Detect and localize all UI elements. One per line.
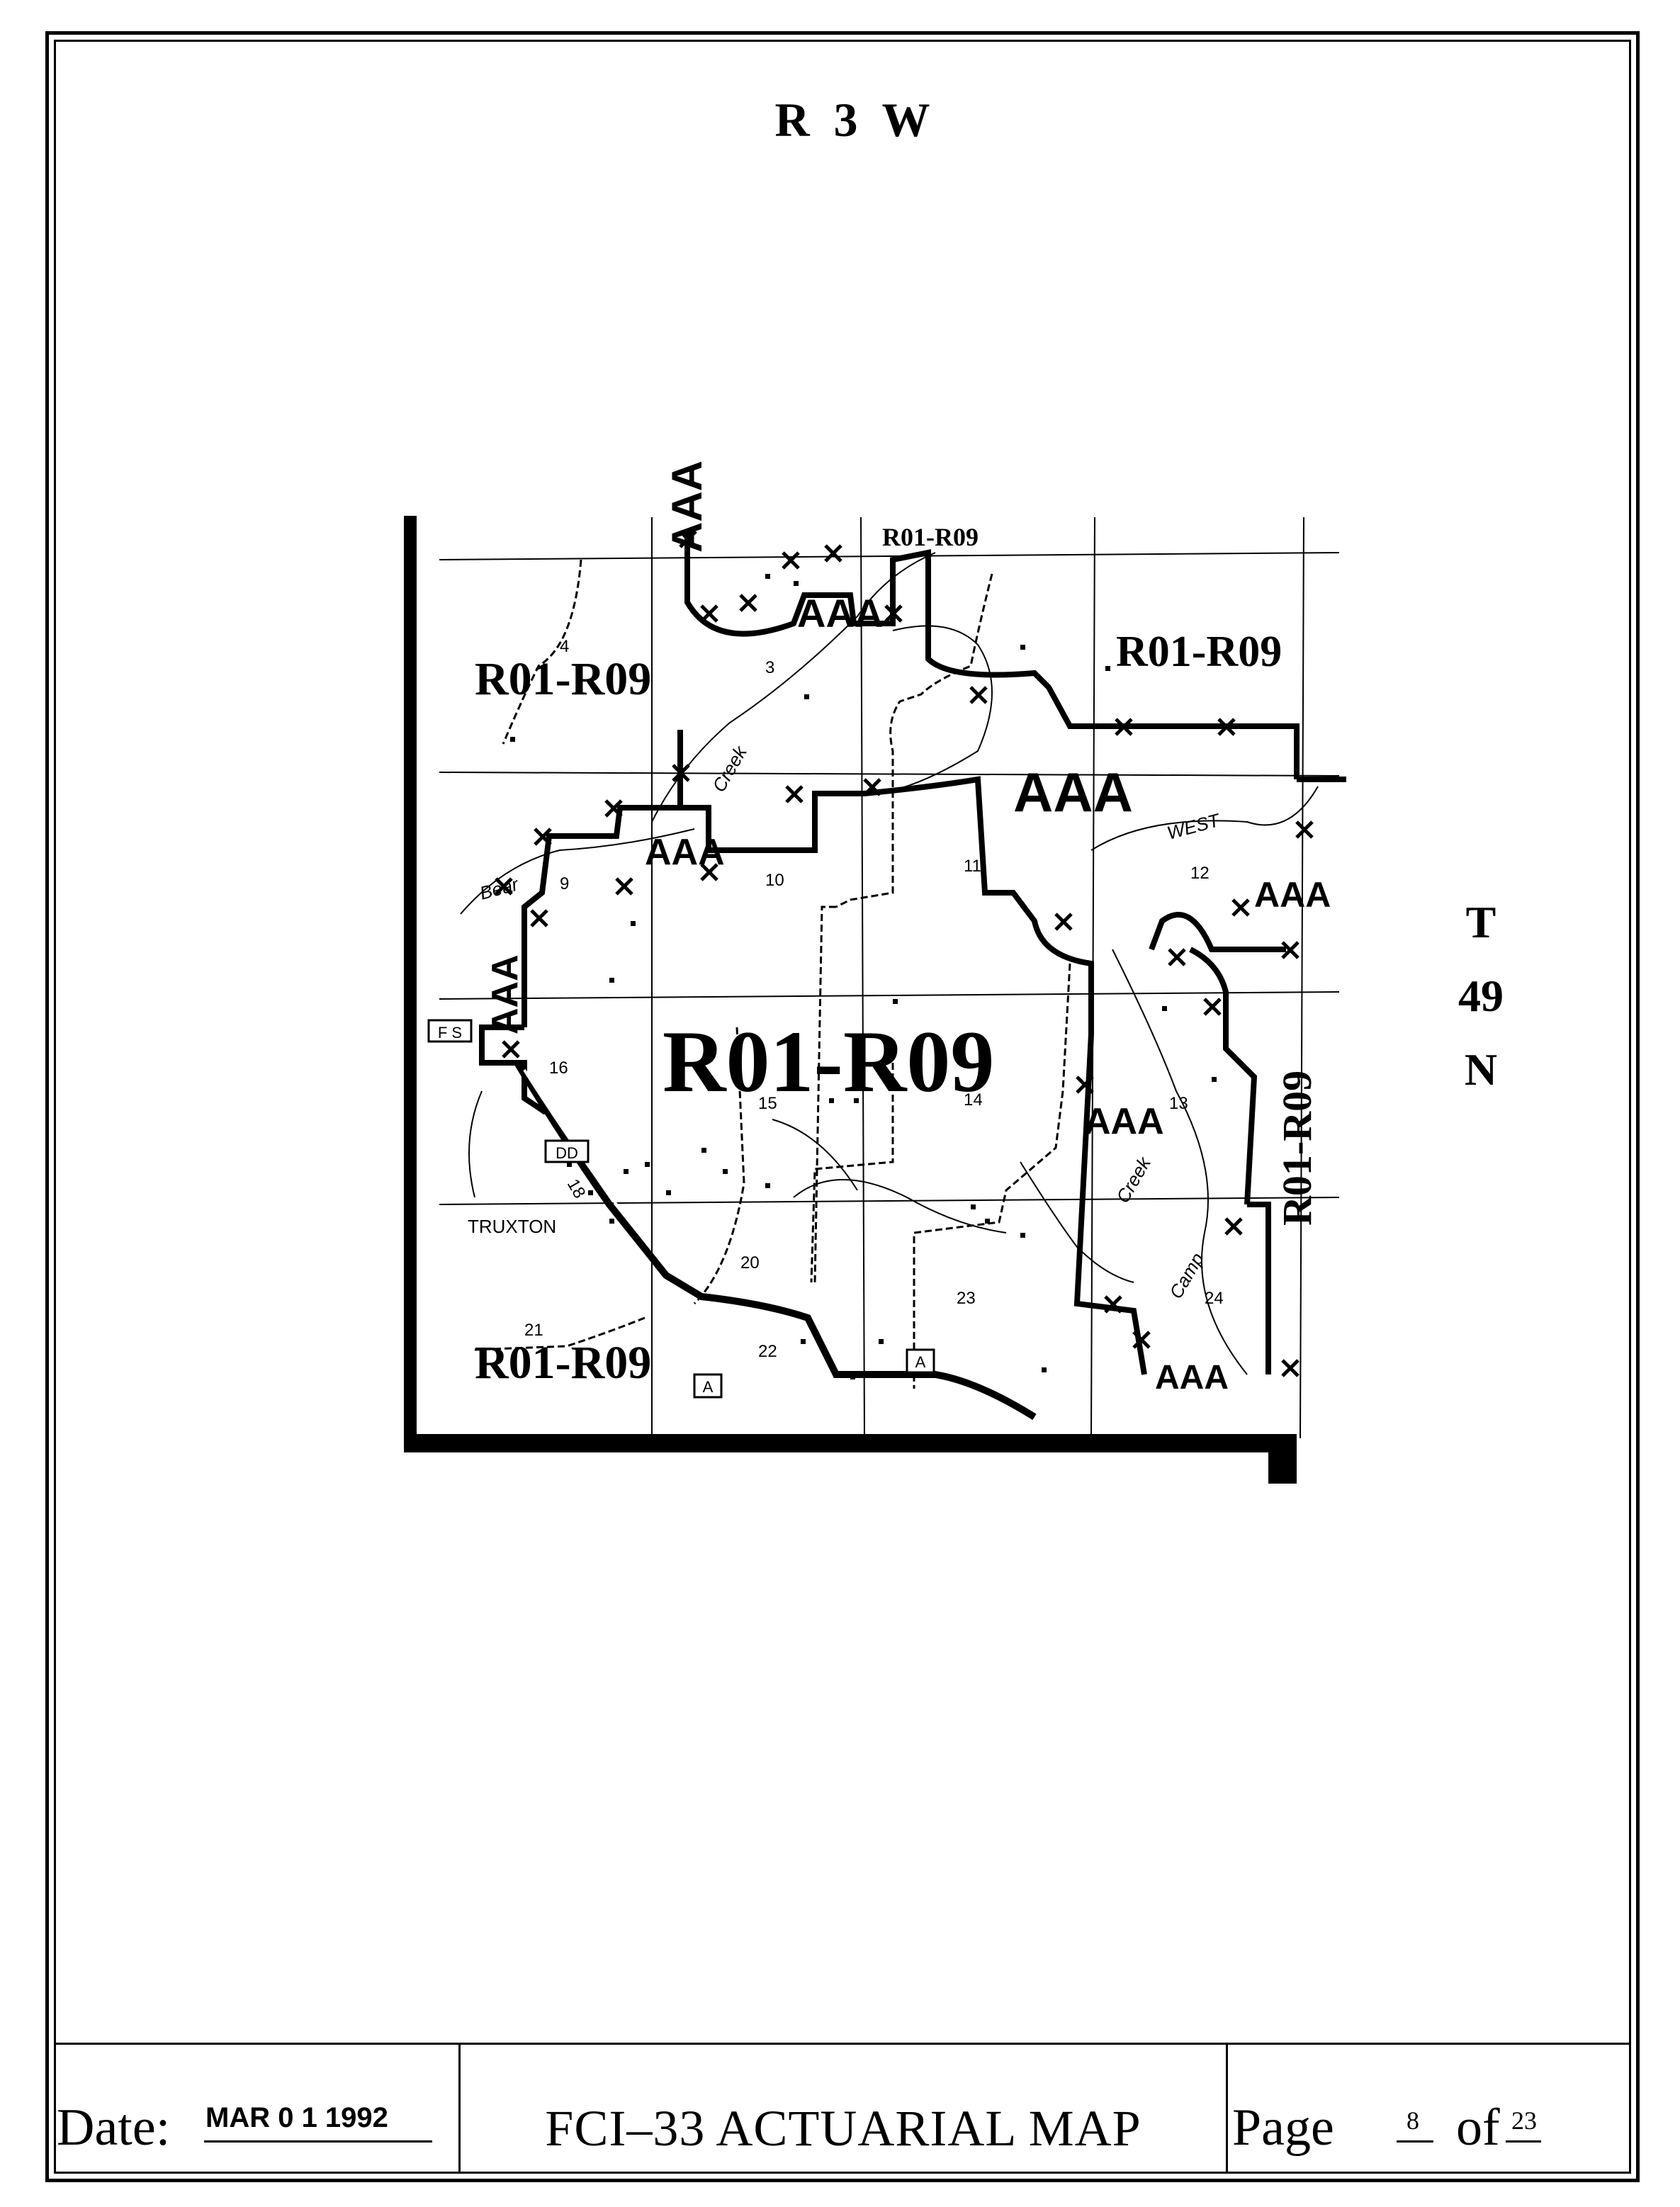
range-direction: W <box>881 93 940 147</box>
creek-label: Bear <box>478 873 522 904</box>
road-shield: A <box>703 1378 714 1396</box>
township-number: 49 <box>1458 971 1504 1021</box>
footer-page-cell: Page 8 of 23 <box>1228 2045 1631 2174</box>
section-number: 15 <box>758 1094 777 1113</box>
date-label: Date: <box>57 2099 171 2157</box>
aaa-label: AAA <box>797 591 883 636</box>
section-number: 16 <box>549 1059 568 1078</box>
aaa-label: AAA <box>1084 1101 1164 1142</box>
section-number: 21 <box>524 1321 543 1340</box>
aaa-labels: AAA AAA AAA AAA AAA AAA AAA AAA <box>485 461 1331 1396</box>
page-number: 8 <box>1406 2106 1419 2135</box>
aaa-label: AAA <box>663 461 711 553</box>
creek-label: Camp <box>1165 1249 1208 1302</box>
township-direction: N <box>1464 1044 1498 1095</box>
section-number: 23 <box>957 1289 976 1308</box>
zone-labels: R01-R09 R01-R09 R01-R09 R01-R09 R01-R09 … <box>475 523 1320 1389</box>
section-numbers: 4 3 9 10 11 12 16 15 14 13 18 21 22 23 2… <box>524 637 1224 1361</box>
map-west-border <box>404 516 417 1444</box>
footer-title-cell: FCI–33 ACTUARIAL MAP <box>461 2045 1228 2174</box>
building-dots <box>510 574 1217 1379</box>
map-title: FCI–33 ACTUARIAL MAP <box>545 2100 1141 2157</box>
section-number: 22 <box>758 1342 777 1361</box>
range-number: 3 <box>833 93 868 147</box>
aaa-label: AAA <box>645 832 725 873</box>
page-total-underline <box>1506 2140 1541 2143</box>
map-corner-block <box>1268 1434 1297 1484</box>
section-number: 24 <box>1205 1289 1224 1308</box>
section-number: 18 <box>563 1176 590 1202</box>
map-south-border <box>404 1434 1297 1452</box>
aaa-label: AAA <box>1155 1359 1229 1396</box>
page-label: Page <box>1232 2099 1334 2157</box>
road-shields: DD A A F S <box>427 1019 935 1399</box>
zone-label: R01-R09 <box>1116 628 1282 676</box>
creek-label: Creek <box>708 741 752 796</box>
page-border-inner <box>54 40 1631 2174</box>
section-number: 9 <box>560 874 569 893</box>
road-shield: A <box>915 1353 926 1371</box>
zone-label: R01-R09 <box>475 653 651 705</box>
section-number: 20 <box>740 1253 760 1272</box>
map-svg: R01-R09 R01-R09 R01-R09 R01-R09 R01-R09 … <box>404 461 1346 1484</box>
town-label: TRUXTON <box>468 1216 556 1237</box>
fs-label: F S <box>438 1024 462 1042</box>
creek-label: WEST <box>1165 809 1223 844</box>
zone-label: R01-R09 <box>475 1337 651 1389</box>
zone-label-large: R01-R09 <box>663 1013 994 1110</box>
township-label: T 49 N <box>1431 886 1530 1107</box>
section-grid <box>439 517 1340 1439</box>
township-letter: T <box>1465 897 1496 947</box>
boundary-markers <box>495 530 1314 1377</box>
zone-label-vertical: R01-R09 <box>1274 1071 1320 1226</box>
section-number: 4 <box>560 637 569 656</box>
page-border-outer <box>45 31 1640 2182</box>
footer-date-cell: Date: MAR 0 1 1992 <box>54 2045 461 2174</box>
section-number: 10 <box>765 871 784 890</box>
zone-label: R01-R09 <box>882 523 979 551</box>
range-letter: R <box>774 93 820 147</box>
footer-bar: Date: MAR 0 1 1992 FCI–33 ACTUARIAL MAP … <box>54 2043 1631 2174</box>
of-label: of <box>1456 2099 1500 2157</box>
date-value: MAR 0 1 1992 <box>205 2102 388 2133</box>
section-number: 11 <box>964 857 981 876</box>
road-shield: DD <box>556 1144 578 1162</box>
date-underline <box>204 2140 432 2143</box>
actuarial-map: R01-R09 R01-R09 R01-R09 R01-R09 R01-R09 … <box>397 453 1346 1502</box>
highway-main <box>514 1061 1037 1421</box>
section-number: 14 <box>964 1090 983 1110</box>
section-number: 3 <box>765 658 774 677</box>
aaa-label: AAA <box>1013 761 1133 823</box>
aaa-label: AAA <box>1254 875 1331 915</box>
roads <box>474 559 1071 1389</box>
section-number: 13 <box>1169 1094 1188 1113</box>
section-number: 12 <box>1190 864 1210 883</box>
page-total: 23 <box>1511 2106 1537 2135</box>
page-number-underline <box>1397 2140 1433 2143</box>
aaa-label: AAA <box>485 954 526 1034</box>
